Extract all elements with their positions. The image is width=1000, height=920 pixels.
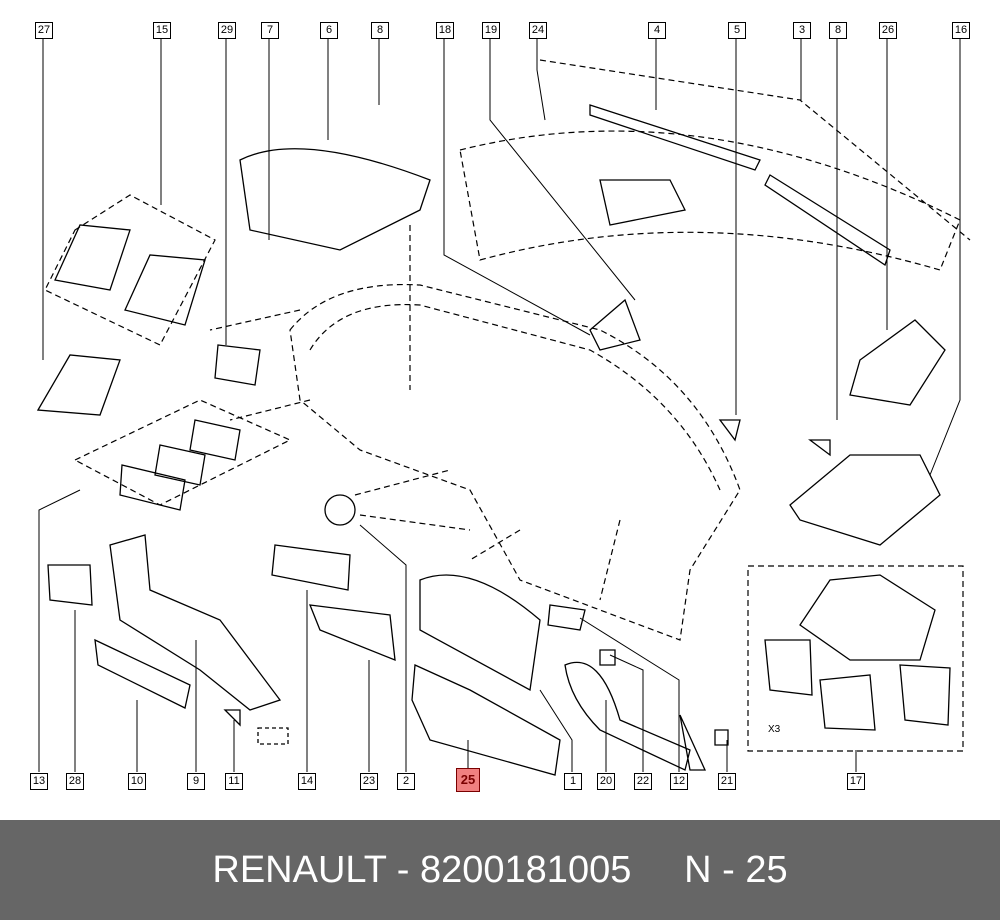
- callout-6: 6: [320, 22, 338, 39]
- callout-13: 13: [30, 773, 48, 790]
- dashboard-outline: [44, 59, 971, 641]
- callout-15: 15: [153, 22, 171, 39]
- callout-16: 16: [952, 22, 970, 39]
- callout-8b: 8: [829, 22, 847, 39]
- callout-23: 23: [360, 773, 378, 790]
- callout-19: 19: [482, 22, 500, 39]
- callout-4: 4: [648, 22, 666, 39]
- quantity-note: X3: [768, 724, 781, 735]
- callout-22: 22: [634, 773, 652, 790]
- callout-8: 8: [371, 22, 389, 39]
- callout-9: 9: [187, 773, 205, 790]
- callout-29: 29: [218, 22, 236, 39]
- callout-20: 20: [597, 773, 615, 790]
- callout-3: 3: [793, 22, 811, 39]
- parts: [36, 104, 951, 776]
- callout-2: 2: [397, 773, 415, 790]
- exploded-dashboard-drawing: [36, 38, 971, 776]
- callout-25-highlighted: 25: [456, 768, 480, 792]
- callout-1: 1: [564, 773, 582, 790]
- callout-10: 10: [128, 773, 146, 790]
- callout-18: 18: [436, 22, 454, 39]
- callout-14: 14: [298, 773, 316, 790]
- callout-28: 28: [66, 773, 84, 790]
- footer-caption: RENAULT - 8200181005 N - 25: [0, 820, 1000, 920]
- callout-5: 5: [728, 22, 746, 39]
- callout-7: 7: [261, 22, 279, 39]
- callout-17: 17: [847, 773, 865, 790]
- callout-12: 12: [670, 773, 688, 790]
- callout-11: 11: [225, 773, 243, 790]
- callout-21: 21: [718, 773, 736, 790]
- callout-26: 26: [879, 22, 897, 39]
- callout-27: 27: [35, 22, 53, 39]
- leader-lines: [38, 38, 961, 772]
- callout-24: 24: [529, 22, 547, 39]
